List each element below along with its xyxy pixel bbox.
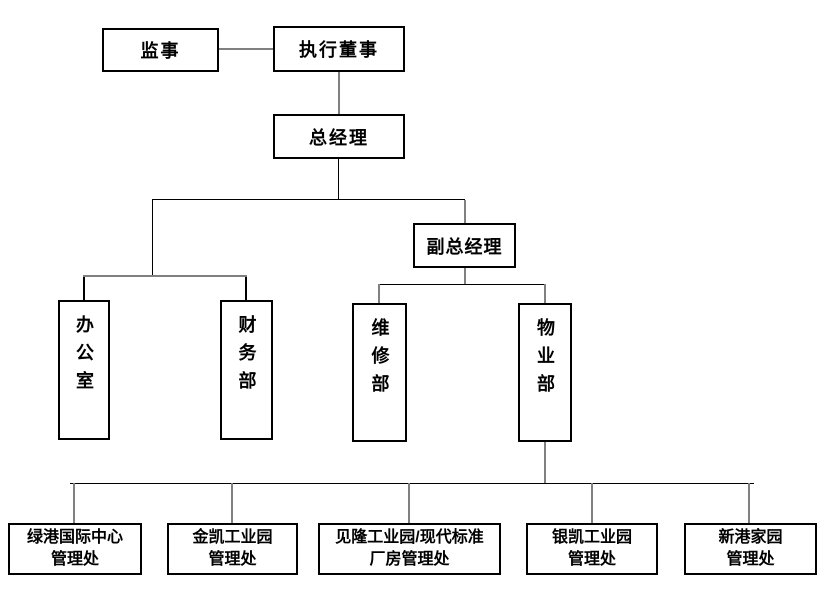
connector-supervisor-executive: [219, 48, 273, 50]
node-finance-dept-label: 财务部: [236, 315, 257, 399]
node-jianlong-line1: 见隆工业园/现代标准: [335, 529, 484, 546]
node-jinkai-line2: 管理处: [208, 551, 257, 568]
connector-property-drop: [544, 284, 546, 303]
node-lvgang-intl-center-office: 绿港国际中心 管理处: [8, 523, 142, 575]
node-finance-dept: 财务部: [220, 300, 273, 440]
connector-finance-drop: [245, 277, 247, 300]
connector-general-manager-down: [338, 159, 339, 200]
connector-yinkai-drop: [591, 483, 593, 523]
node-general-manager: 总经理: [273, 114, 405, 159]
node-property-dept-label: 物业部: [535, 318, 555, 402]
node-yinkai-line1: 银凯工业园: [551, 529, 632, 546]
connector-jianlong-drop: [408, 483, 410, 523]
node-office-label: 办公室: [74, 315, 94, 399]
node-deputy-general-manager-label: 副总经理: [426, 236, 503, 257]
node-deputy-general-manager: 副总经理: [413, 223, 516, 268]
node-yinkai-industrial-park-office: 银凯工业园 管理处: [526, 523, 658, 575]
node-jianlong-industrial-park-office: 见隆工业园/现代标准 厂房管理处: [318, 523, 501, 575]
connector-deputy-top-stub: [464, 200, 466, 223]
node-xingang-line1: 新港家园: [718, 529, 783, 546]
node-supervisor-label: 监事: [140, 41, 181, 61]
node-yinkai-line2: 管理处: [567, 551, 616, 568]
node-lvgang-line1: 绿港国际中心: [26, 529, 123, 546]
node-maintenance-dept: 维修部: [352, 303, 407, 442]
connector-lvgang-drop: [73, 483, 75, 523]
connector-property-down: [544, 442, 546, 483]
node-office: 办公室: [58, 300, 110, 440]
connector-level2-horizontal: [152, 199, 465, 200]
connector-deputy-bottom-stub: [464, 268, 466, 285]
connector-jinkai-drop: [231, 483, 233, 523]
node-supervisor: 监事: [102, 28, 219, 72]
node-general-manager-label: 总经理: [309, 127, 369, 148]
connector-xingang-drop: [748, 483, 750, 523]
node-jinkai-industrial-park-office: 金凯工业园 管理处: [167, 523, 298, 575]
node-jianlong-line2: 厂房管理处: [369, 551, 450, 568]
node-executive-director: 执行董事: [273, 26, 405, 72]
node-maintenance-dept-label: 维修部: [369, 318, 390, 402]
node-jinkai-line1: 金凯工业园: [192, 529, 273, 546]
connector-left-branch-vertical: [152, 199, 153, 277]
connector-office-drop: [83, 277, 85, 300]
connector-executive-general-manager: [338, 72, 340, 114]
connector-offices-horizontal: [70, 483, 754, 484]
connector-left-branch-horizontal: [83, 275, 247, 277]
node-xingang-homeland-office: 新港家园 管理处: [684, 523, 817, 575]
connector-deputy-branch-horizontal: [379, 284, 545, 285]
node-property-dept: 物业部: [518, 303, 572, 442]
node-executive-director-label: 执行董事: [299, 40, 379, 60]
connector-maintenance-drop: [378, 284, 380, 303]
node-lvgang-line2: 管理处: [50, 551, 99, 568]
node-xingang-line2: 管理处: [726, 551, 775, 568]
